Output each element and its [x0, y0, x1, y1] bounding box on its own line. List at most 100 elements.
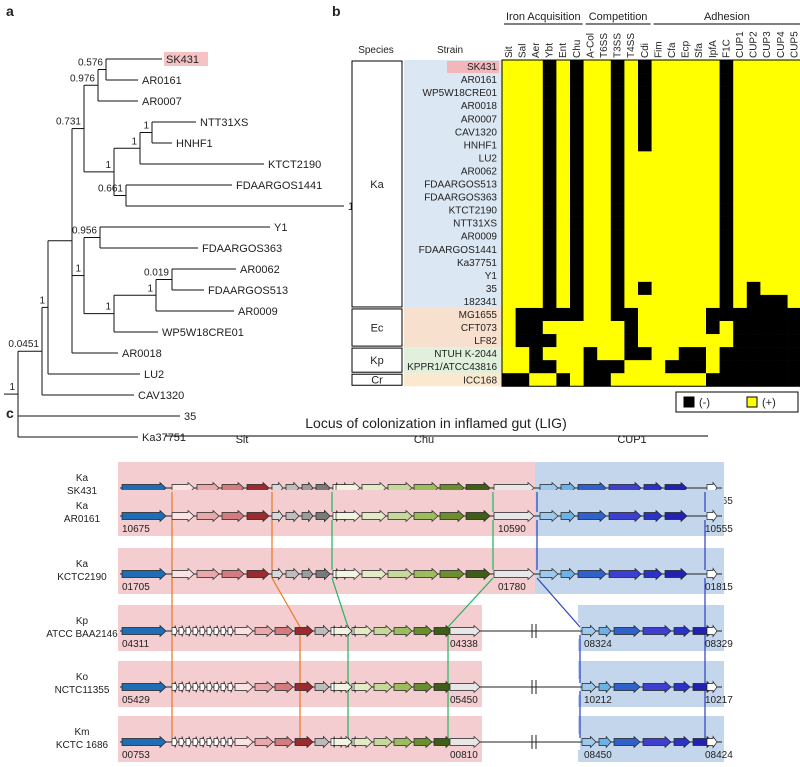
- matrix-cell: [787, 112, 800, 126]
- matrix-cell: [733, 229, 748, 243]
- matrix-cell: [515, 216, 530, 230]
- tree-leaf-label: 35: [184, 411, 196, 423]
- strain-label: FDAARGOS1441: [419, 245, 498, 256]
- matrix-cell: [733, 294, 748, 309]
- matrix-cell: [678, 164, 693, 178]
- matrix-cell: [610, 334, 625, 348]
- matrix-cell: [570, 216, 584, 230]
- matrix-cell: [774, 190, 788, 204]
- matrix-cell: [746, 294, 761, 309]
- locus-tag-label: 04311: [122, 639, 150, 650]
- matrix-cell: [542, 138, 557, 152]
- matrix-cell: [570, 138, 584, 152]
- matrix-cell: [719, 190, 734, 204]
- matrix-cell: [746, 125, 761, 139]
- matrix-cell: [678, 73, 693, 87]
- matrix-cell: [515, 255, 530, 270]
- matrix-cell: [760, 281, 775, 296]
- matrix-cell: [787, 99, 800, 113]
- matrix-cell: [515, 242, 530, 257]
- legend-swatch-positive: [746, 396, 758, 408]
- gene-arrow: [274, 624, 294, 638]
- gene-arrow: [439, 509, 465, 523]
- column-header: CUP1: [735, 31, 746, 58]
- matrix-cell: [760, 334, 775, 348]
- matrix-cell: [583, 268, 598, 283]
- legend-label-negative: (-): [699, 397, 710, 409]
- matrix-cell: [597, 203, 612, 217]
- matrix-cell: [760, 294, 775, 309]
- gene-arrow: [613, 735, 641, 749]
- matrix-cell: [597, 138, 612, 152]
- matrix-cell: [651, 307, 666, 322]
- matrix-cell: [556, 268, 571, 283]
- matrix-cell: [719, 86, 734, 100]
- gene-arrow: [393, 624, 413, 638]
- matrix-cell: [787, 321, 800, 335]
- matrix-cell: [597, 151, 612, 165]
- tree-support-value: 1: [143, 121, 149, 132]
- locus-title: Locus of colonization in inflamed gut (L…: [305, 415, 566, 431]
- matrix-cell: [733, 112, 748, 126]
- gene-arrow: [178, 681, 185, 693]
- matrix-cell: [583, 216, 598, 230]
- gene-arrow: [577, 509, 607, 523]
- gene-arrow: [706, 735, 718, 749]
- matrix-cell: [638, 242, 652, 257]
- matrix-cell: [529, 73, 544, 87]
- matrix-cell: [570, 347, 584, 361]
- matrix-cell: [624, 138, 639, 152]
- gene-arrow: [642, 624, 672, 638]
- matrix-cell: [502, 138, 516, 152]
- matrix-cell: [556, 281, 571, 296]
- locus-tag-label: 01705: [122, 582, 150, 593]
- matrix-cell: [746, 99, 761, 113]
- matrix-cell: [597, 360, 612, 374]
- matrix-cell: [760, 347, 775, 361]
- matrix-cell: [692, 373, 707, 387]
- panel-a: a 10.045110.7310.9760.5761110.66110.9561…: [4, 3, 385, 444]
- matrix-cell: [733, 216, 748, 230]
- matrix-cell: [515, 60, 530, 74]
- matrix-cell: [502, 307, 516, 322]
- matrix-cell: [774, 281, 788, 296]
- gene-arrow: [227, 736, 234, 748]
- matrix-cell: [556, 373, 571, 387]
- matrix-cell: [692, 203, 707, 217]
- matrix-cell: [610, 190, 625, 204]
- strain-label: AR0062: [461, 166, 498, 177]
- track-species: Kp: [76, 616, 89, 627]
- matrix-cell: [556, 203, 571, 217]
- gene-arrow: [301, 509, 314, 523]
- tree-leaf-highlight: [164, 52, 208, 66]
- gene-arrow: [353, 680, 373, 694]
- matrix-cell: [624, 216, 639, 230]
- matrix-cell: [556, 86, 571, 100]
- matrix-cell: [719, 242, 734, 257]
- matrix-cell: [542, 125, 557, 139]
- tree-support-value: 1: [105, 160, 111, 171]
- matrix-cell: [706, 99, 720, 113]
- gene-arrow: [598, 624, 612, 638]
- matrix-cell: [678, 99, 693, 113]
- strain-header: Strain: [437, 45, 463, 56]
- gene-arrow: [608, 567, 642, 581]
- tree-leaf-label: AR0007: [142, 96, 182, 108]
- matrix-cell: [719, 112, 734, 126]
- matrix-cell: [556, 60, 571, 74]
- matrix-cell: [692, 242, 707, 257]
- tree-support-value: 0.661: [98, 184, 123, 195]
- matrix-cell: [583, 112, 598, 126]
- gene-arrow: [373, 680, 393, 694]
- matrix-cell: [706, 203, 720, 217]
- column-header: Sal: [517, 44, 528, 58]
- gene-arrow: [439, 567, 465, 581]
- strain-label: FDAARGOS513: [424, 180, 497, 191]
- matrix-cell: [515, 347, 530, 361]
- matrix-cell: [774, 321, 788, 335]
- matrix-cell: [706, 294, 720, 309]
- matrix-cell: [692, 177, 707, 191]
- matrix-cell: [760, 307, 775, 322]
- matrix-cell: [706, 373, 720, 387]
- matrix-cell: [678, 229, 693, 243]
